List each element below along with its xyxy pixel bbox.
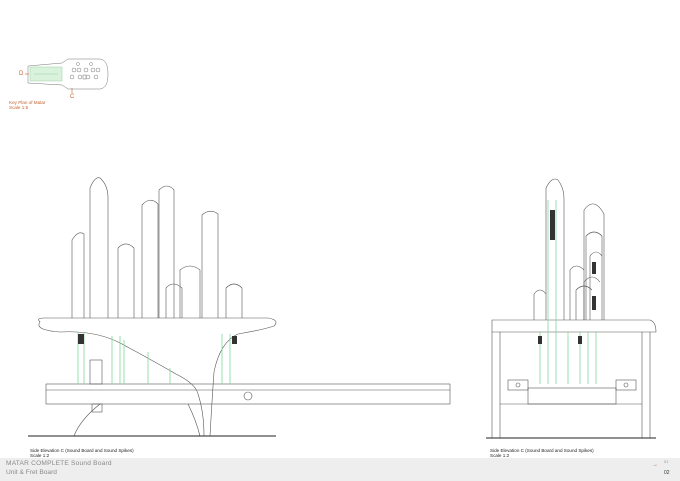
left-elevation-green-rods — [77, 332, 231, 384]
left-elevation-scale: Scale 1:2 — [30, 453, 50, 458]
right-elevation-caption: Side Elevation C (Sound Board and Sound … — [490, 448, 594, 453]
arrow-right-icon: → — [652, 462, 658, 468]
right-elevation-green-rods — [539, 200, 597, 384]
sheet-prefix: 01 — [664, 459, 669, 464]
key-plan-label-c: C — [70, 94, 75, 100]
right-elevation — [486, 178, 657, 439]
left-elevation-caption: Side Elevation C (Sound Board and Sound … — [30, 448, 134, 453]
sheet-title: Unit & Fret Board — [6, 469, 57, 476]
key-plan-arrows — [25, 73, 73, 93]
right-elevation-dark-blocks — [538, 210, 596, 344]
key-plan-scale: Scale 1:5 — [9, 105, 29, 110]
project-title: MATAR COMPLETE Sound Board — [6, 460, 112, 467]
sheet-number: 02 — [664, 470, 670, 476]
right-elevation-scale: Scale 1:2 — [490, 453, 510, 458]
left-elevation-dark-blocks — [78, 334, 237, 344]
title-block — [0, 458, 680, 481]
key-plan-label-d: D — [19, 71, 24, 77]
key-plan-title: Key Plan of Matar — [9, 100, 46, 105]
key-plan-drawing — [27, 58, 109, 90]
left-elevation — [28, 177, 451, 437]
